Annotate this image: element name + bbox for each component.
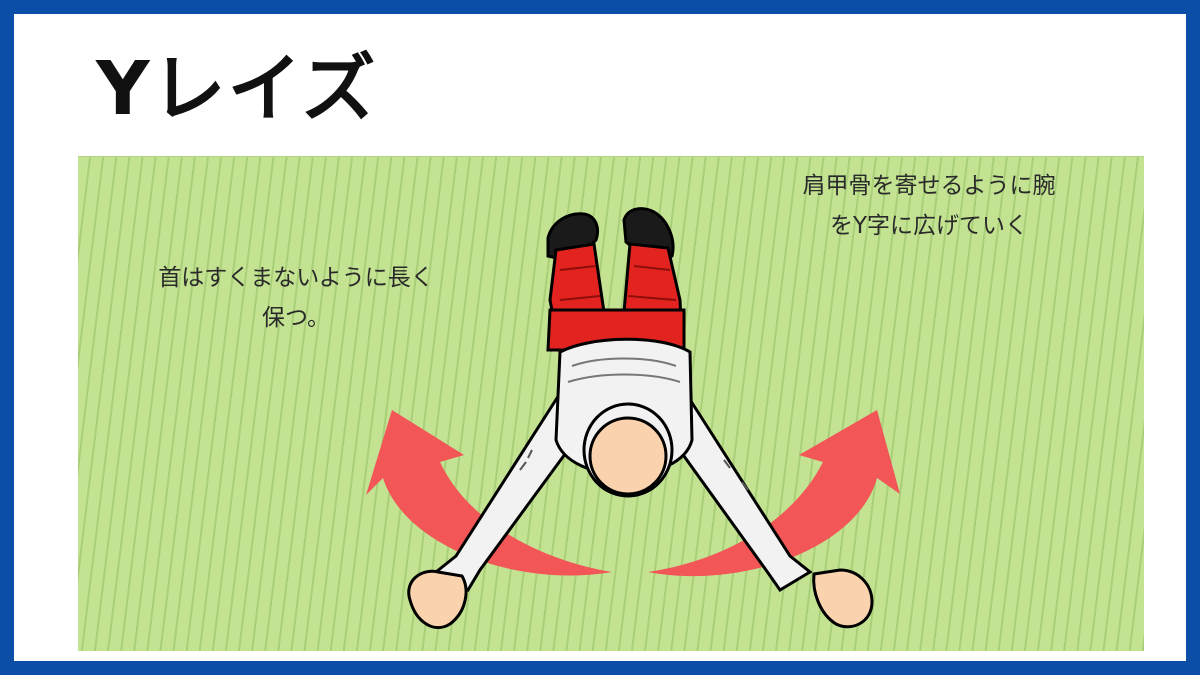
scapula-instruction-caption: 肩甲骨を寄せるように腕 をY字に広げていく	[770, 166, 1088, 246]
left-hand	[407, 569, 468, 630]
head	[582, 402, 674, 498]
scapula-instruction-line-2: をY字に広げていく	[829, 213, 1029, 239]
neck-instruction-caption: 首はすくまないように長く 保つ。	[126, 258, 466, 338]
neck-instruction-line-2: 保つ。	[261, 305, 331, 331]
curved-arrow-up-right-icon	[648, 410, 900, 577]
scapula-instruction-line-1: 肩甲骨を寄せるように腕	[802, 173, 1056, 199]
slide-title: Yレイズ	[96, 46, 378, 132]
red-pants	[546, 242, 686, 352]
curved-arrow-up-left-icon	[366, 410, 612, 576]
neck-instruction-line-1: 首はすくまないように長く	[158, 265, 434, 291]
right-hand	[812, 568, 874, 629]
exercise-mat	[78, 156, 1144, 651]
